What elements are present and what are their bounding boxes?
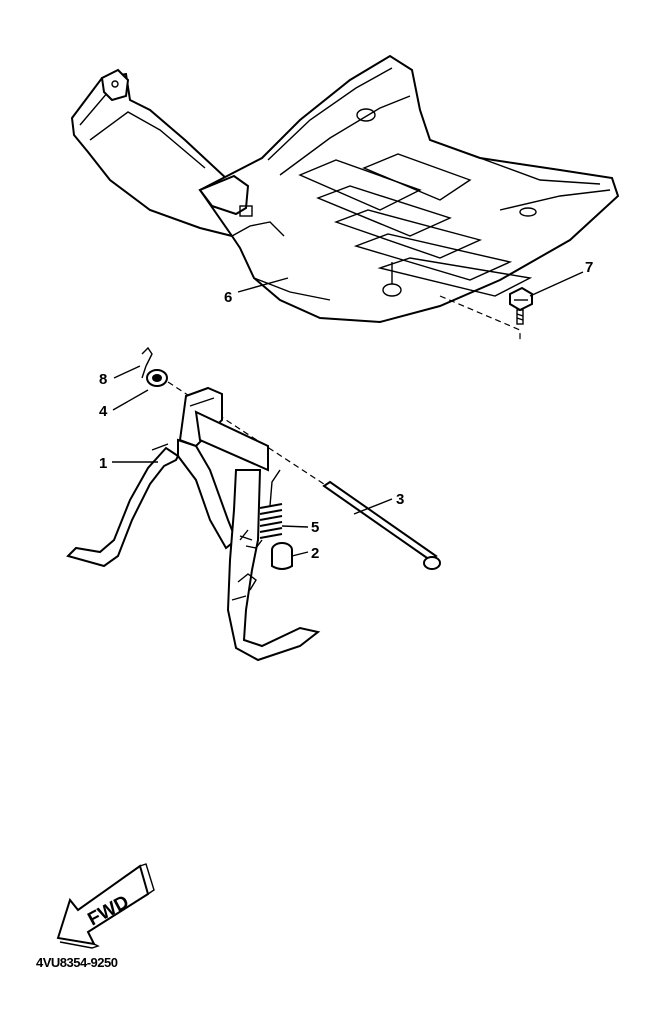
callout-1: 1 — [99, 455, 107, 472]
spring-part-5 — [239, 469, 283, 549]
shaft-part-3 — [322, 480, 441, 570]
callout-2: 2 — [311, 545, 319, 562]
callout-8: 8 — [99, 371, 107, 388]
callout-3: 3 — [396, 491, 404, 508]
callout-7: 7 — [585, 259, 593, 276]
washer-part-4 — [146, 369, 168, 387]
leader-lines — [112, 271, 584, 557]
assembly-line-cover-bolt — [439, 295, 521, 340]
callout-5: 5 — [311, 519, 319, 536]
main-stand-part-1 — [66, 386, 321, 662]
under-cover-part-6 — [70, 54, 620, 324]
bush-part-2 — [271, 542, 293, 570]
callout-4: 4 — [99, 403, 108, 420]
cotter-pin-part-8 — [141, 346, 153, 379]
callout-6: 6 — [224, 289, 232, 306]
diagram-code: 4VU8354-9250 — [36, 955, 118, 970]
fwd-arrow-icon: FWD — [56, 863, 155, 949]
bolt-part-7 — [509, 286, 533, 325]
